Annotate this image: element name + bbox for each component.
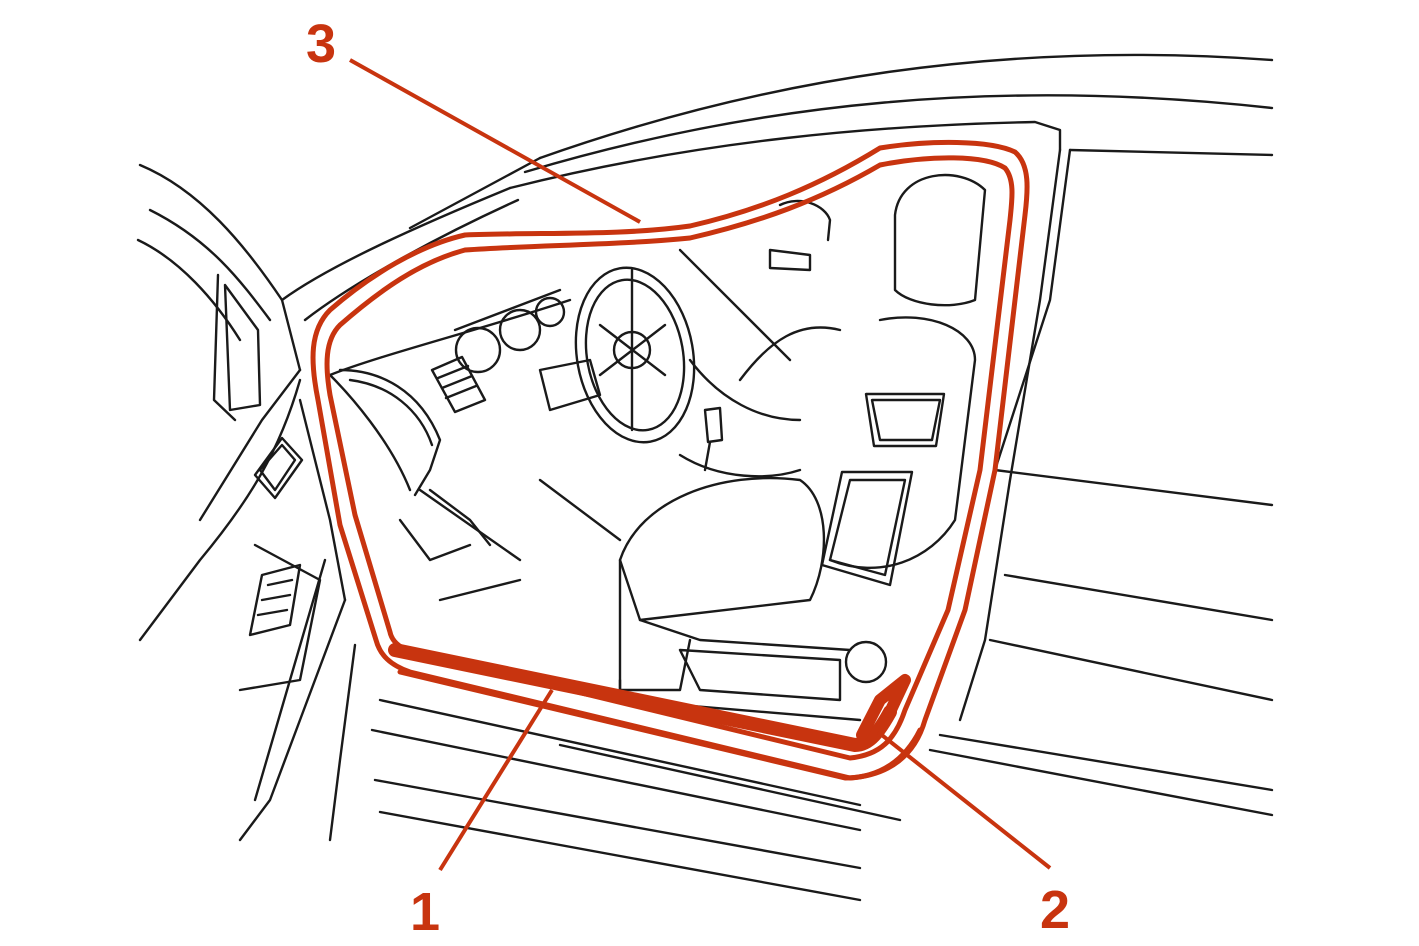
sill-seal <box>388 643 897 752</box>
leader-line-1 <box>438 688 554 872</box>
leader-line-3 <box>349 58 641 224</box>
callout-2: 2 <box>1040 880 1070 940</box>
leader-lines <box>349 58 1052 872</box>
sill-seal-outer-edge <box>397 669 923 781</box>
door-seals <box>310 139 1030 781</box>
callout-3: 3 <box>306 14 336 74</box>
car-body-outline <box>136 53 1274 902</box>
leader-line-2 <box>876 730 1052 870</box>
car-interior <box>328 173 987 722</box>
corner-seal <box>856 674 911 741</box>
callout-1: 1 <box>410 882 440 942</box>
